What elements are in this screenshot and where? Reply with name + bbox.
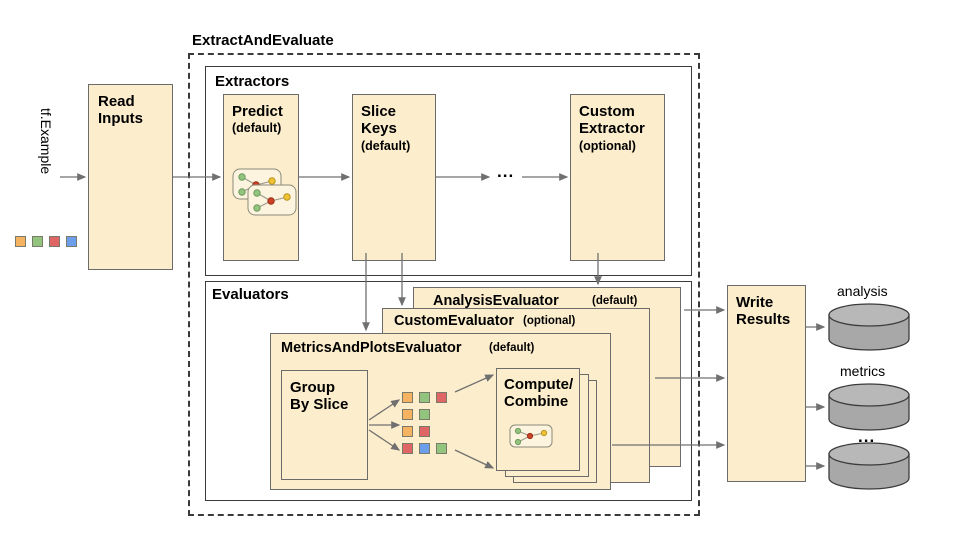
compute-combine-line1: Compute/ <box>504 376 574 393</box>
extractors-ellipsis: ... <box>497 162 515 181</box>
evaluators-label: Evaluators <box>212 286 289 303</box>
write-results-line2: Results <box>736 311 791 328</box>
node-compute-combine[interactable]: Compute/ Combine <box>496 368 580 471</box>
database-cylinder-icon-analysis <box>828 303 910 351</box>
read-inputs-line2: Inputs <box>98 110 143 127</box>
read-inputs-line1: Read <box>98 93 135 110</box>
custom-extractor-line2: Extractor <box>579 120 645 137</box>
metrics-plots-evaluator-name: MetricsAndPlotsEvaluator <box>281 340 462 356</box>
extractors-label: Extractors <box>215 73 290 90</box>
db-label-analysis: analysis <box>837 283 888 299</box>
predict-title: Predict <box>232 103 283 120</box>
group-by-slice-line2: By Slice <box>290 396 349 413</box>
node-group-by-slice[interactable]: Group By Slice <box>281 370 368 480</box>
analysis-evaluator-name: AnalysisEvaluator <box>433 293 559 309</box>
database-cylinder-icon-other <box>828 442 910 490</box>
predict-qualifier: (default) <box>232 121 282 135</box>
database-cylinder-icon-metrics <box>828 383 910 431</box>
custom-evaluator-qualifier: (optional) <box>523 315 576 327</box>
write-results-line1: Write <box>736 294 774 311</box>
node-write-results[interactable]: Write Results <box>727 285 806 482</box>
slice-keys-line1: Slice <box>361 103 397 120</box>
custom-extractor-qualifier: (optional) <box>579 139 636 153</box>
custom-evaluator-name: CustomEvaluator <box>394 313 515 329</box>
custom-extractor-line1: Custom <box>579 103 635 120</box>
databases-more-label: ... <box>858 427 876 446</box>
metrics-plots-evaluator-qualifier: (default) <box>489 342 535 354</box>
group-by-slice-line1: Group <box>290 379 335 396</box>
input-label: tf.Example <box>38 108 54 175</box>
node-read-inputs[interactable]: Read Inputs <box>88 84 173 270</box>
extract-and-evaluate-group <box>188 53 700 516</box>
slice-keys-qualifier: (default) <box>361 139 411 153</box>
node-slice-keys[interactable]: Slice Keys (default) <box>352 94 436 261</box>
extract-and-evaluate-title: ExtractAndEvaluate <box>192 32 334 49</box>
node-predict[interactable]: Predict (default) <box>223 94 299 261</box>
node-custom-extractor[interactable]: Custom Extractor (optional) <box>570 94 665 261</box>
compute-combine-line2: Combine <box>504 393 569 410</box>
slice-keys-line2: Keys <box>361 120 397 137</box>
analysis-evaluator-qualifier: (default) <box>592 295 638 307</box>
db-label-metrics: metrics <box>840 363 886 379</box>
